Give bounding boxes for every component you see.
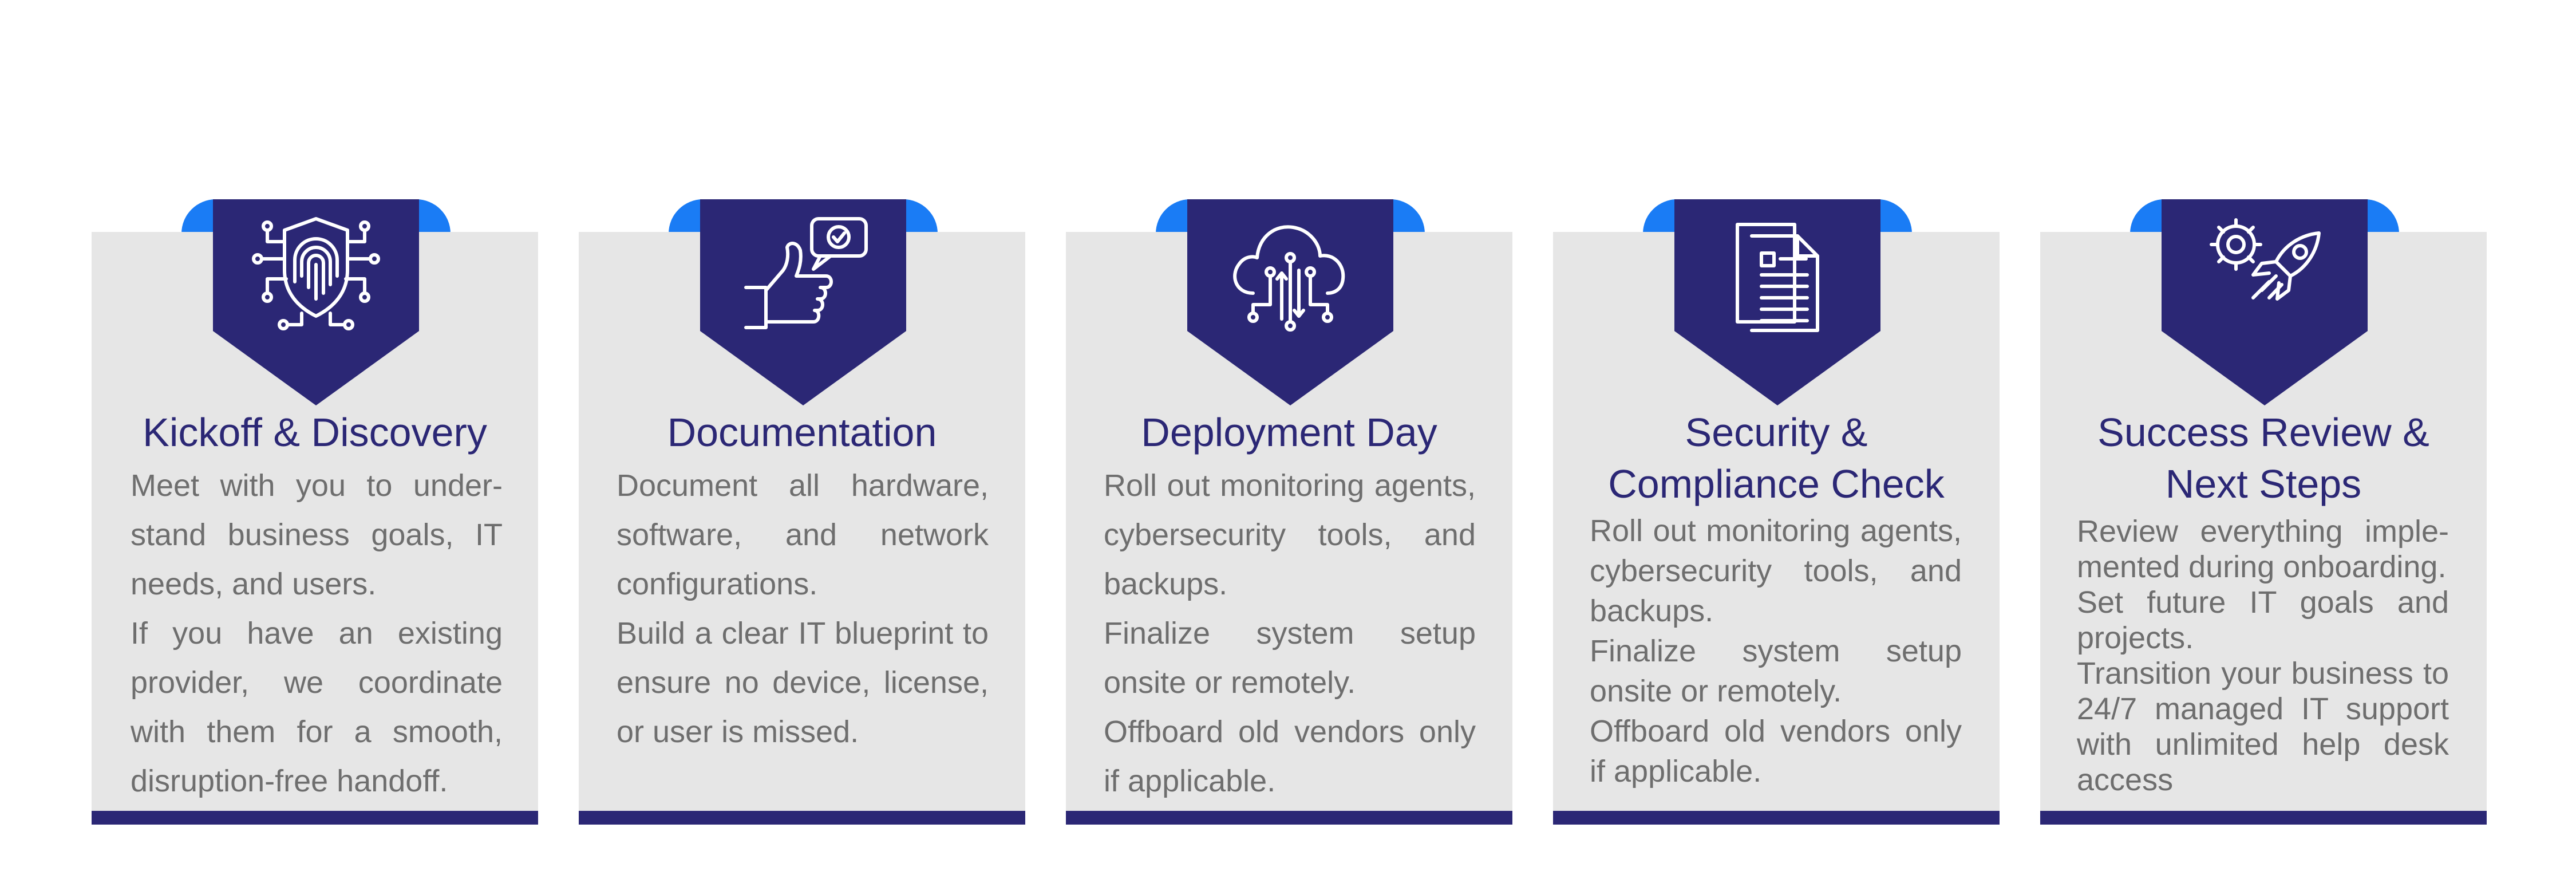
description-paragraph: Build a clear IT blueprint to ensure no … — [617, 616, 989, 749]
description-paragraph: Offboard old vendors only if applicable. — [1104, 715, 1476, 798]
step-description: Meet with you to under-stand business go… — [131, 461, 503, 806]
description-paragraph: Finalize system setup onsite or remotely… — [1590, 634, 1962, 708]
step-title: Kickoff & Discovery — [143, 410, 487, 455]
step-badge — [213, 199, 419, 405]
description-paragraph: Transition your business to 24/7 managed… — [2077, 656, 2449, 797]
step-card-documentation — [579, 232, 1025, 825]
step-description: Review everything imple-mented during on… — [2077, 514, 2449, 798]
step-title: Security & Compliance Check — [1608, 410, 1945, 506]
step-title: Documentation — [667, 410, 937, 455]
description-paragraph: Review everything imple-mented during on… — [2077, 514, 2449, 584]
fingerprint-shield-icon — [252, 217, 380, 330]
documents-icon — [1736, 223, 1819, 332]
thumbs-up-check-icon — [744, 217, 868, 329]
step-description: Roll out monitoring agents, cybersecurit… — [1104, 461, 1476, 806]
step-badge — [700, 199, 906, 405]
description-paragraph: Meet with you to under-stand business go… — [131, 468, 503, 601]
card-bottom-bar — [579, 811, 1025, 825]
description-paragraph: Document all hardware, software, and net… — [617, 468, 989, 601]
step-description: Roll out monitoring agents, cybersecurit… — [1590, 511, 1962, 791]
step-title: Success Review & Next Steps — [2097, 410, 2429, 506]
step-title: Deployment Day — [1141, 410, 1437, 455]
card-bottom-bar — [1066, 811, 1512, 825]
step-badge — [2162, 199, 2368, 405]
description-paragraph: Finalize system setup onsite or remotely… — [1104, 616, 1476, 700]
step-description: Document all hardware, software, and net… — [617, 461, 989, 756]
description-paragraph: If you have an existing provider, we coo… — [131, 616, 503, 798]
card-bottom-bar — [1553, 811, 2000, 825]
step-badge — [1674, 199, 1880, 405]
cloud-network-icon — [1233, 225, 1345, 332]
gear-rocket-icon — [2210, 218, 2321, 301]
description-paragraph: Set future IT goals and projects. — [2077, 585, 2449, 655]
card-bottom-bar — [2040, 811, 2487, 825]
card-bottom-bar — [92, 811, 538, 825]
description-paragraph: Offboard old vendors only if applicable. — [1590, 714, 1962, 789]
step-badge — [1187, 199, 1393, 405]
description-paragraph: Roll out monitoring agents, cybersecurit… — [1590, 514, 1962, 628]
description-paragraph: Roll out monitoring agents, cybersecurit… — [1104, 468, 1476, 601]
